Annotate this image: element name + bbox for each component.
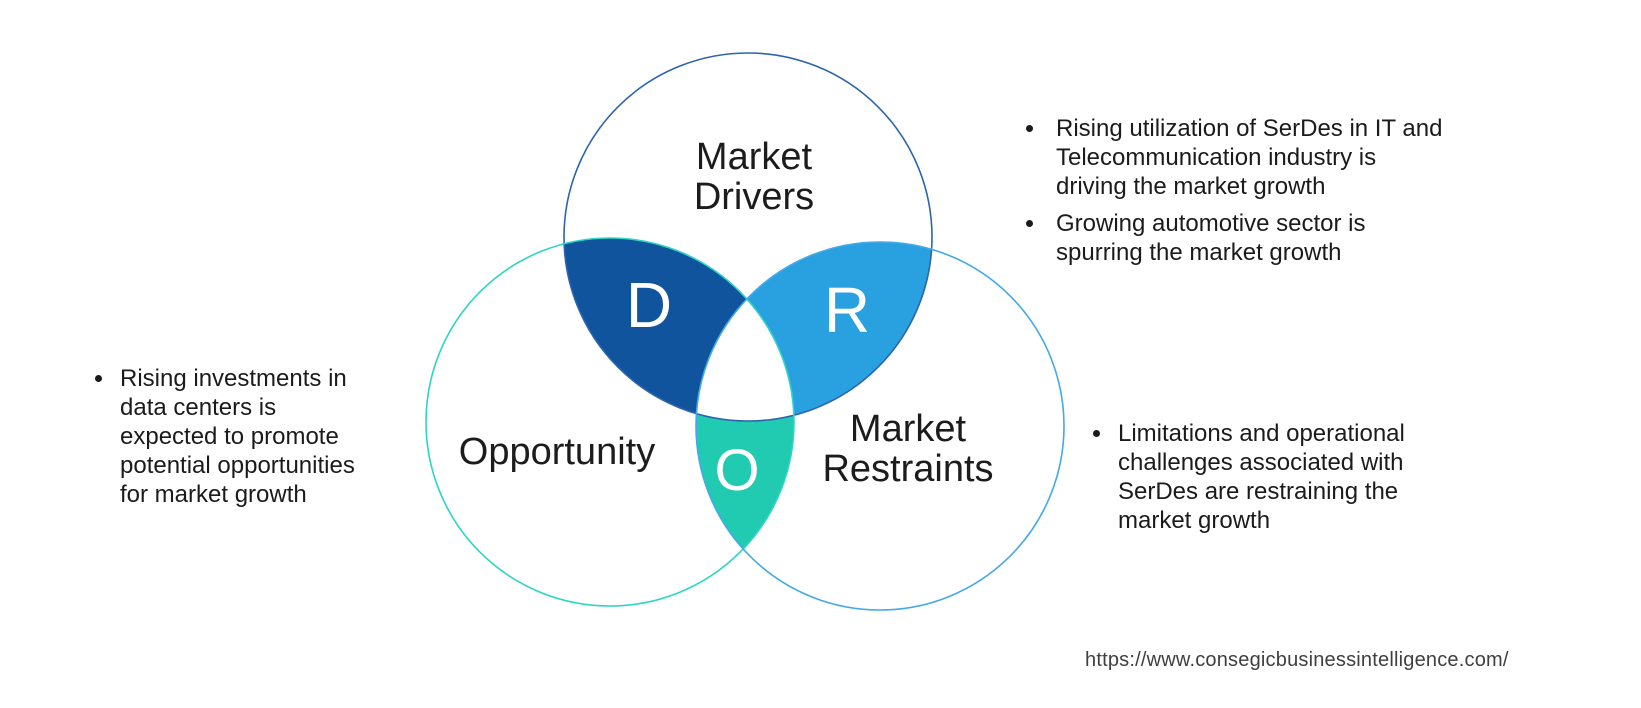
restraints-overlap-letter: R (824, 274, 870, 346)
opportunity-overlap-letter: O (714, 438, 759, 503)
list-item: Rising investments in data centers is ex… (95, 364, 355, 509)
restraints-label-line2: Restraints (822, 448, 993, 490)
drivers-label-line2: Drivers (694, 176, 814, 218)
drivers-label-line1: Market (696, 136, 813, 178)
drivers-overlap-letter: D (626, 269, 672, 341)
restraints-annotations: Limitations and operational challenges a… (1093, 419, 1405, 535)
bullet-line: potential opportunities (120, 452, 355, 479)
bullet-line: data centers is (120, 394, 277, 421)
bullet-line: driving the market growth (1056, 173, 1326, 200)
bullet-line: expected to promote (120, 423, 339, 450)
bullet-line: market growth (1118, 507, 1271, 534)
bullet-line: Limitations and operational (1118, 420, 1405, 447)
list-item: Limitations and operational challenges a… (1093, 419, 1405, 535)
bullet-text: Rising utilization of SerDes in IT and T… (1056, 114, 1442, 201)
bullet-dot-icon (1026, 125, 1033, 132)
drivers-annotations: Rising utilization of SerDes in IT and T… (1026, 114, 1442, 267)
list-item: Growing automotive sector is spurring th… (1026, 209, 1442, 267)
bullet-line: Telecommunication industry is (1056, 144, 1377, 171)
opportunity-annotations: Rising investments in data centers is ex… (95, 364, 355, 509)
bullet-line: Rising utilization of SerDes in IT and (1056, 115, 1443, 142)
bullet-line: SerDes are restraining the (1118, 478, 1399, 505)
drivers-circle-outline (563, 52, 933, 422)
source-url: https://www.consegicbusinessintelligence… (1085, 649, 1509, 671)
bullet-text: Limitations and operational challenges a… (1118, 419, 1405, 535)
list-item: Rising utilization of SerDes in IT and T… (1026, 114, 1442, 201)
drivers-restraints-overlap (696, 242, 932, 421)
drivers-opportunity-overlap (564, 238, 794, 421)
bullet-line: challenges associated with (1118, 449, 1404, 476)
bullet-text: Growing automotive sector is spurring th… (1056, 209, 1365, 267)
restraints-circle-outline (695, 241, 1065, 611)
bullet-text: Rising investments in data centers is ex… (120, 364, 355, 509)
opportunity-circle-outline (425, 237, 795, 607)
bullet-dot-icon (95, 375, 102, 382)
opportunity-label: Opportunity (459, 431, 655, 473)
bullet-line: Rising investments in (120, 365, 347, 392)
bullet-dot-icon (1093, 430, 1100, 437)
bullet-line: for market growth (120, 481, 307, 508)
bullet-dot-icon (1026, 220, 1033, 227)
bullet-line: spurring the market growth (1056, 239, 1342, 266)
restraints-label-line1: Market (850, 408, 967, 450)
bullet-line: Growing automotive sector is (1056, 210, 1366, 237)
